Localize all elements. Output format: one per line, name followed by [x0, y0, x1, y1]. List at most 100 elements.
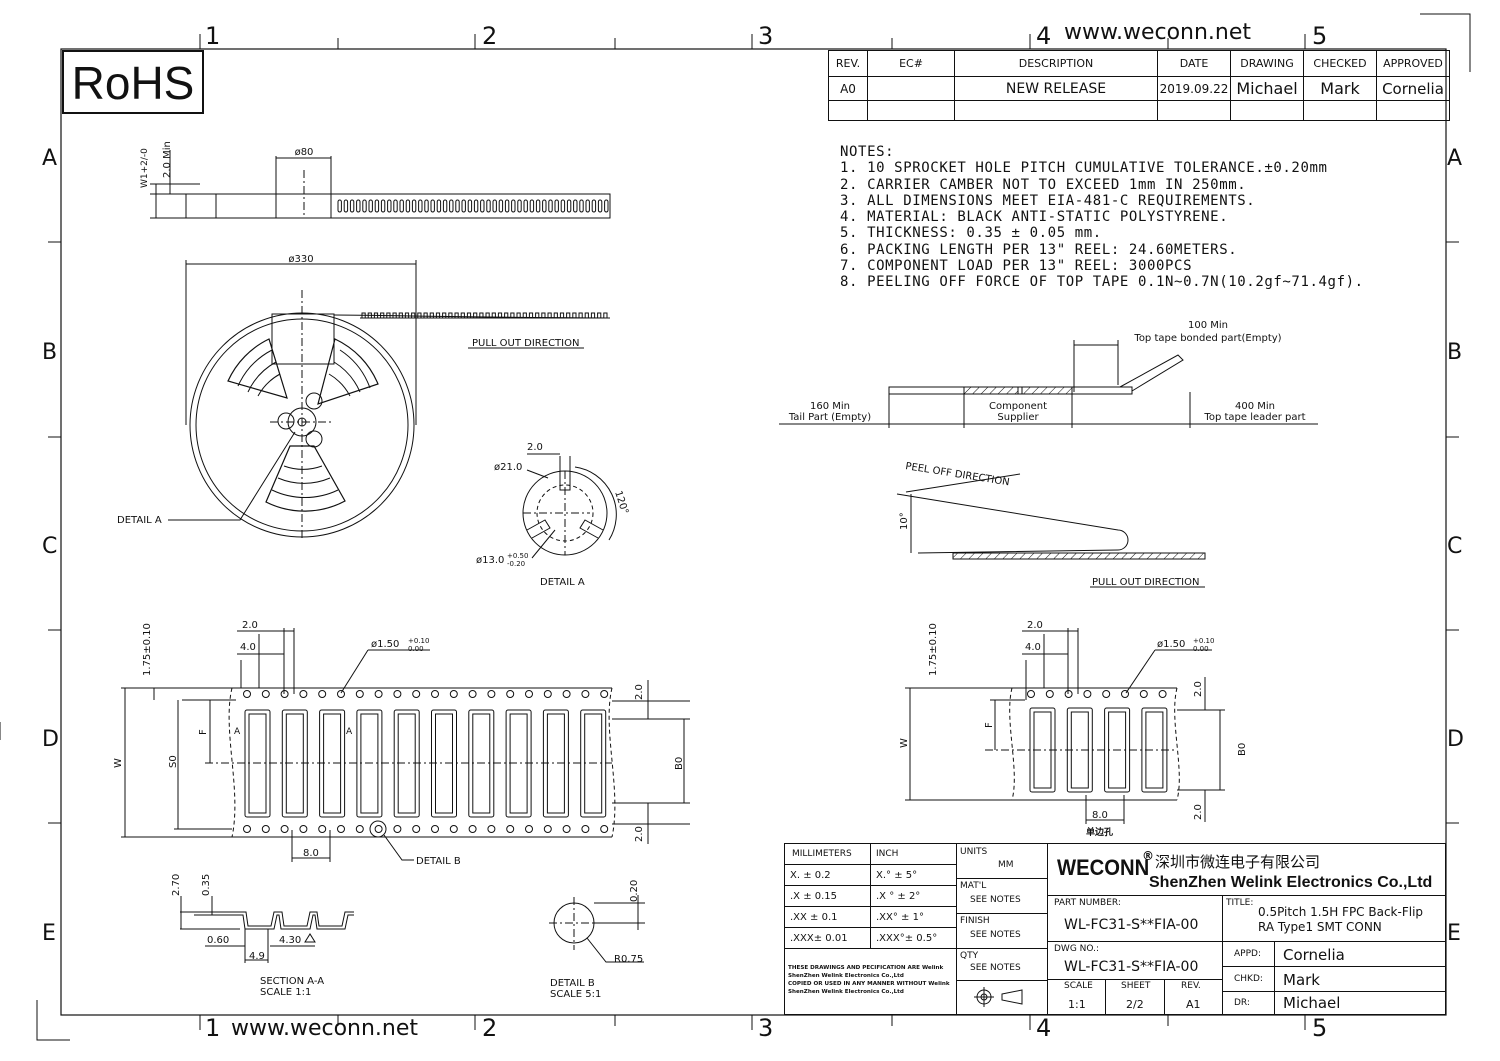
checked-value: Mark: [1303, 76, 1377, 101]
drawing-header: DRAWING: [1230, 50, 1304, 77]
sprocket-slot: [511, 199, 516, 213]
pitch-8-label: 8.0: [303, 848, 319, 859]
sheet-label: SHEET: [1121, 981, 1151, 991]
disclaimer-line: COPIED OR USED IN ANY MANNER WITHOUT Wel…: [788, 981, 950, 987]
tape-tooth: [485, 312, 490, 319]
thickness-label: 0.35: [201, 874, 212, 896]
sprocket-slot: [356, 199, 361, 213]
company-name-en: ShenZhen Welink Electronics Co.,Ltd: [1149, 874, 1433, 891]
sprocket-hole: [412, 825, 421, 833]
tape-tooth: [417, 312, 422, 319]
tape-tooth: [367, 312, 372, 319]
sprocket-hole: [299, 825, 308, 833]
revision-header-row: REV. EC# DESCRIPTION DATE DRAWING CHECKE…: [828, 50, 1450, 77]
date-header: DATE: [1157, 50, 1231, 77]
sprocket-slot: [461, 199, 466, 213]
tape-tooth: [559, 312, 565, 319]
component-label: Component: [989, 401, 1047, 412]
tape-tooth: [386, 312, 391, 319]
chkd-label: CHKD:: [1234, 974, 1263, 984]
approved-value: Cornelia: [1376, 76, 1450, 101]
small-b0-label: B0: [1237, 743, 1248, 756]
sprocket-hole: [1045, 690, 1054, 698]
title-line-1: 0.5Pitch 1.5H FPC Back-Flip: [1258, 905, 1424, 919]
section-430-label: 4.30: [279, 935, 301, 946]
zone-row-c-right: C: [1447, 534, 1463, 559]
sprocket-hole: [468, 825, 477, 833]
description-header: DESCRIPTION: [954, 50, 1158, 77]
zone-row-a-right: A: [1447, 146, 1463, 171]
note-item: 4. MATERIAL: BLACK ANTI-STATIC POLYSTYRE…: [840, 209, 1229, 226]
sprocket-slot: [498, 199, 504, 213]
rev-label: REV.: [1181, 981, 1201, 991]
detail-b-callout: DETAIL B: [416, 856, 461, 867]
sprocket-hole: [355, 690, 364, 698]
sprocket-slot: [554, 199, 559, 213]
inch-tol-row: .XX° ± 1°: [876, 912, 924, 923]
note-item: 2. CARRIER CAMBER NOT TO EXCEED 1mm IN 2…: [840, 176, 1247, 193]
detail-a-view: [522, 453, 617, 559]
sprocket-hole: [261, 690, 270, 698]
sprocket-hole: [1102, 690, 1111, 698]
zone-col-3-bottom: 3: [758, 1014, 774, 1042]
sprocket-hole: [487, 690, 496, 698]
leader-label: Top tape leader part: [1203, 412, 1305, 423]
note-item: 1. 10 SPROCKET HOLE PITCH CUMULATIVE TOL…: [840, 160, 1328, 177]
mm-header: MILLIMETERS: [792, 849, 852, 859]
rev-value: A1: [1186, 998, 1201, 1011]
section-a-marker: A: [234, 727, 241, 737]
top-gap-label: 2.0: [634, 684, 645, 700]
units-label: UNITS: [960, 847, 988, 857]
small-tape-view: [905, 628, 1225, 824]
zone-row-e-right: E: [1447, 921, 1461, 946]
sprocket-slot: [467, 199, 473, 213]
sprocket-slot: [349, 199, 355, 213]
height-label: 2.70: [171, 874, 182, 896]
sheet-value: 2/2: [1126, 998, 1144, 1011]
note-item: 8. PEELING OFF FORCE OF TOP TAPE 0.1N~0.…: [840, 274, 1364, 291]
sprocket-slot: [380, 199, 386, 213]
reel-front-view: [168, 260, 611, 540]
section-aa-view: [180, 896, 354, 963]
tape-tooth: [597, 312, 602, 319]
note-item: 6. PACKING LENGTH PER 13" REEL: 24.60MET…: [840, 241, 1238, 258]
qty-value: SEE NOTES: [970, 963, 1021, 973]
sprocket-hole: [280, 825, 289, 833]
sprocket-hole: [487, 825, 496, 833]
small-hole-tol-dn: 0.00: [1193, 645, 1209, 653]
sprocket-hole: [562, 825, 571, 833]
inch-tol-row: .XXX°± 0.5°: [876, 933, 938, 944]
mm-tol-row: .X ± 0.15: [790, 891, 838, 902]
sprocket-slot: [473, 199, 479, 213]
small-w-label: W: [899, 738, 910, 748]
sprocket-hole: [1064, 690, 1073, 698]
sprocket-hole: [412, 690, 421, 698]
top-bonded-label: Top tape bonded part(Empty): [1133, 333, 1281, 344]
tape-tooth: [510, 312, 515, 319]
detail-b-020-label: 0.20: [629, 880, 640, 902]
tape-tooth: [404, 312, 410, 319]
sprocket-hole: [393, 825, 402, 833]
tape-tooth: [361, 312, 366, 319]
w-label: W: [113, 758, 124, 768]
section-060-label: 0.60: [207, 935, 229, 946]
w-tolerance-label: W1+2/-0: [140, 148, 150, 188]
rev-header: REV.: [828, 50, 868, 77]
registered-mark: ®: [1142, 849, 1154, 863]
sprocket-hole: [299, 690, 308, 698]
sprocket-hole: [468, 690, 477, 698]
sprocket-slot: [585, 199, 590, 213]
zone-col-4: 4: [1036, 22, 1052, 50]
sprocket-slot: [492, 199, 497, 213]
single-side-hole-label: 单边孔: [1086, 826, 1113, 838]
small-width-2-label: 2.0: [1027, 620, 1043, 631]
sprocket-hole: [449, 825, 458, 833]
tape-tooth: [516, 312, 521, 319]
zone-col-4-bottom: 4: [1036, 1014, 1052, 1042]
part-number-label: PART NUMBER:: [1054, 898, 1121, 908]
zone-col-1-bottom: 1: [205, 1014, 221, 1042]
hub-dim-label: ø80: [295, 147, 314, 158]
small-f-label: F: [984, 722, 995, 728]
sprocket-hole: [318, 690, 327, 698]
